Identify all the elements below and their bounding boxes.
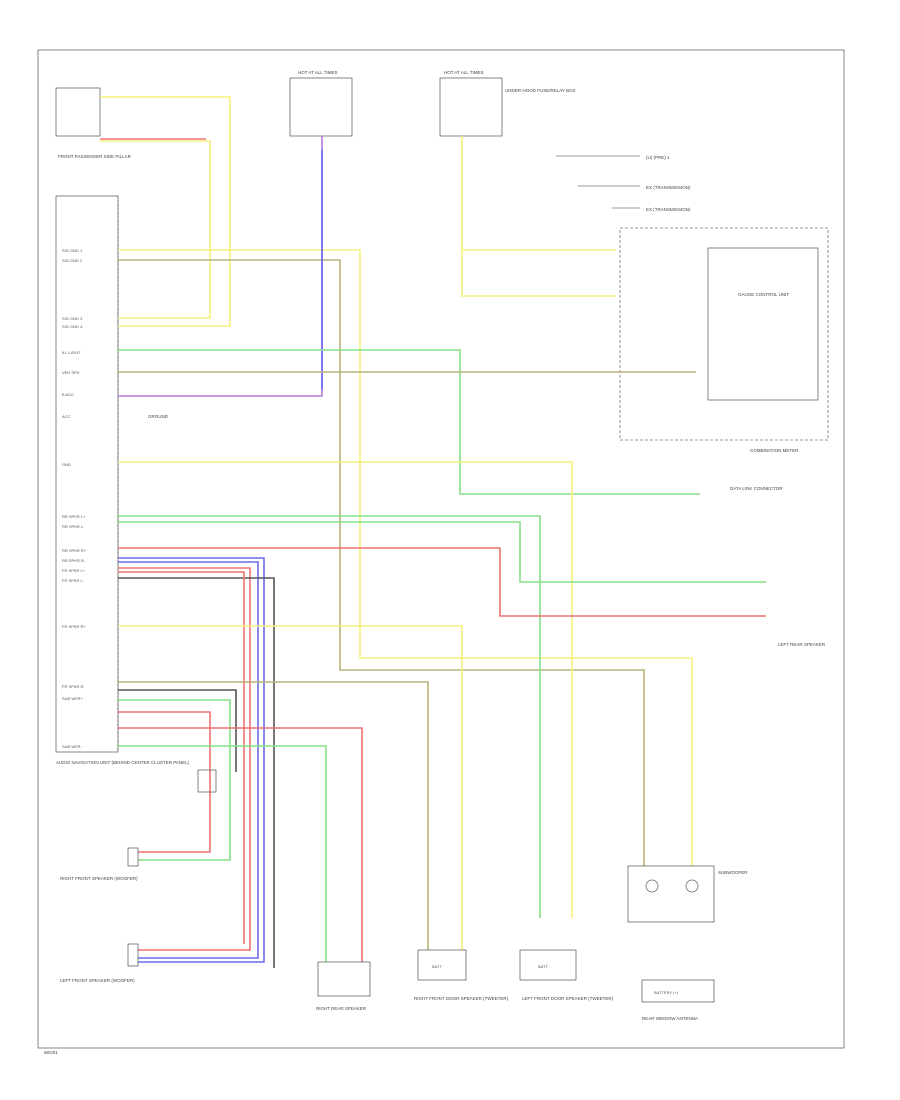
pin-label: SIG GND 3 bbox=[62, 316, 83, 321]
wire-yellow bbox=[100, 140, 211, 319]
left-front-speaker: LEFT FRONT SPEAKER (WOOFER) bbox=[60, 943, 139, 983]
right-front-door-speaker: BATT RIGHT FRONT DOOR SPEAKER (TWEETER) bbox=[414, 949, 509, 1001]
combination-meter-label: COMBINATION METER bbox=[750, 448, 799, 453]
audio-ground-label: GROUND bbox=[148, 414, 169, 419]
audio-unit-label: AUDIO NAVIGATION UNIT (BEHIND CENTER CLU… bbox=[56, 760, 190, 765]
wire-yellow bbox=[100, 96, 231, 327]
audio-unit: AUDIO NAVIGATION UNIT (BEHIND CENTER CLU… bbox=[55, 195, 190, 765]
fuse-box-1: HOT AT ALL TIMES bbox=[289, 70, 353, 137]
subwoofer-label: SUBWOOFER bbox=[718, 870, 748, 875]
wire-red bbox=[118, 727, 363, 962]
wire-dark bbox=[118, 689, 237, 772]
wires bbox=[100, 96, 766, 968]
pin-label: FR SPKR R+ bbox=[62, 624, 86, 629]
pin-label: ACC bbox=[62, 414, 71, 419]
pin-labels: SIG GND 1 SIG GND 2 SIG GND 3 SIG GND 4 ILL … bbox=[62, 248, 87, 749]
power-box-label: BATTERY (+) bbox=[654, 990, 679, 995]
left-front-door-speaker: BATT LEFT FRONT DOOR SPEAKER (TWEETER) bbox=[519, 949, 614, 1001]
relay-note-3: EX (TRANSMISSION) bbox=[646, 207, 691, 212]
right-rear-speaker: RIGHT REAR SPEAKER bbox=[316, 961, 371, 1011]
wire-purple bbox=[118, 136, 323, 397]
fuse-box-2-label: HOT AT ALL TIMES bbox=[444, 70, 484, 75]
wire-green bbox=[118, 349, 700, 495]
wire-green bbox=[118, 521, 766, 583]
combination-meter-inner-label: GAUGE CONTROL UNIT bbox=[738, 292, 789, 297]
left-rear-speaker-label: LEFT REAR SPEAKER bbox=[778, 642, 826, 647]
inline-box-label: BATT bbox=[432, 964, 442, 969]
wire-red bbox=[118, 547, 766, 617]
pin-label: B ACC bbox=[62, 392, 74, 397]
pin-label: GND bbox=[62, 462, 71, 467]
pin-label: SIG GND 1 bbox=[62, 248, 83, 253]
wire-blue bbox=[118, 557, 265, 963]
fuse-box-2: HOT AT ALL TIMES UNDER-HOOD FUSE/RELAY B… bbox=[439, 70, 576, 137]
inline-box-2-label: BATT bbox=[538, 964, 548, 969]
right-rear-speaker-label: RIGHT REAR SPEAKER bbox=[316, 1006, 367, 1011]
wire-yellow bbox=[118, 461, 573, 918]
wire-red bbox=[118, 711, 211, 853]
relay-note-1: (U) (PRE) 1 bbox=[646, 155, 670, 160]
combination-meter: GAUGE CONTROL UNIT COMBINATION METER bbox=[619, 227, 829, 453]
pin-label: SIG GND 4 bbox=[62, 324, 83, 329]
wire-yellow bbox=[461, 136, 616, 297]
wire-yellow bbox=[118, 625, 463, 950]
pin-label: SIG GND 2 bbox=[62, 258, 83, 263]
pin-label: RR SPKR R- bbox=[62, 558, 86, 563]
wire-red bbox=[118, 567, 251, 951]
relay-note-2: EX (TRANSMISSION) bbox=[646, 185, 691, 190]
pin-label: FR SPKR L- bbox=[62, 578, 85, 583]
footer-code: WD/01 bbox=[44, 1050, 58, 1055]
antenna-module-label: FRONT PASSENGER SIDE PILLAR bbox=[58, 154, 132, 159]
wire-green bbox=[118, 745, 327, 962]
pin-label: ILL LIGHT bbox=[62, 350, 81, 355]
right-front-speaker: RIGHT FRONT SPEAKER (WOOFER) bbox=[60, 847, 139, 881]
diagram-border bbox=[37, 49, 845, 1049]
pin-label: RR SPKR L+ bbox=[62, 514, 86, 519]
wire-blue bbox=[118, 561, 259, 959]
subwoofer: SUBWOOFER BATTERY (+) REAR WINDOW ANTENN… bbox=[627, 865, 748, 1021]
wire-dark bbox=[118, 577, 275, 968]
wire-red bbox=[118, 571, 245, 944]
pin-label: SUB WFR+ bbox=[62, 696, 83, 701]
pin-label: SUB WFR- bbox=[62, 744, 82, 749]
right-front-door-speaker-label: RIGHT FRONT DOOR SPEAKER (TWEETER) bbox=[414, 996, 509, 1001]
antenna-module: FRONT PASSENGER SIDE PILLAR bbox=[55, 87, 132, 159]
pin-label: FR SPKR R- bbox=[62, 684, 85, 689]
wire-green bbox=[118, 699, 231, 861]
pin-label: VEH SPD bbox=[62, 370, 80, 375]
left-front-speaker-label: LEFT FRONT SPEAKER (WOOFER) bbox=[60, 978, 135, 983]
wire-yellow bbox=[118, 249, 693, 866]
wire-olive bbox=[118, 259, 645, 866]
fuse-box-2-note: UNDER-HOOD FUSE/RELAY BOX bbox=[505, 88, 576, 93]
wire-olive bbox=[118, 681, 429, 950]
rear-window-label: REAR WINDOW ANTENNA bbox=[642, 1016, 698, 1021]
pin-label: FR SPKR L+ bbox=[62, 568, 86, 573]
pin-label: RR SPKR L- bbox=[62, 524, 85, 529]
data-link-label: DATA LINK CONNECTOR bbox=[730, 486, 783, 491]
left-front-door-speaker-label: LEFT FRONT DOOR SPEAKER (TWEETER) bbox=[522, 996, 614, 1001]
right-front-speaker-label: RIGHT FRONT SPEAKER (WOOFER) bbox=[60, 876, 138, 881]
fuse-box-1-label: HOT AT ALL TIMES bbox=[298, 70, 338, 75]
wire-green bbox=[118, 515, 541, 918]
pin-label: RR SPKR R+ bbox=[62, 548, 87, 553]
